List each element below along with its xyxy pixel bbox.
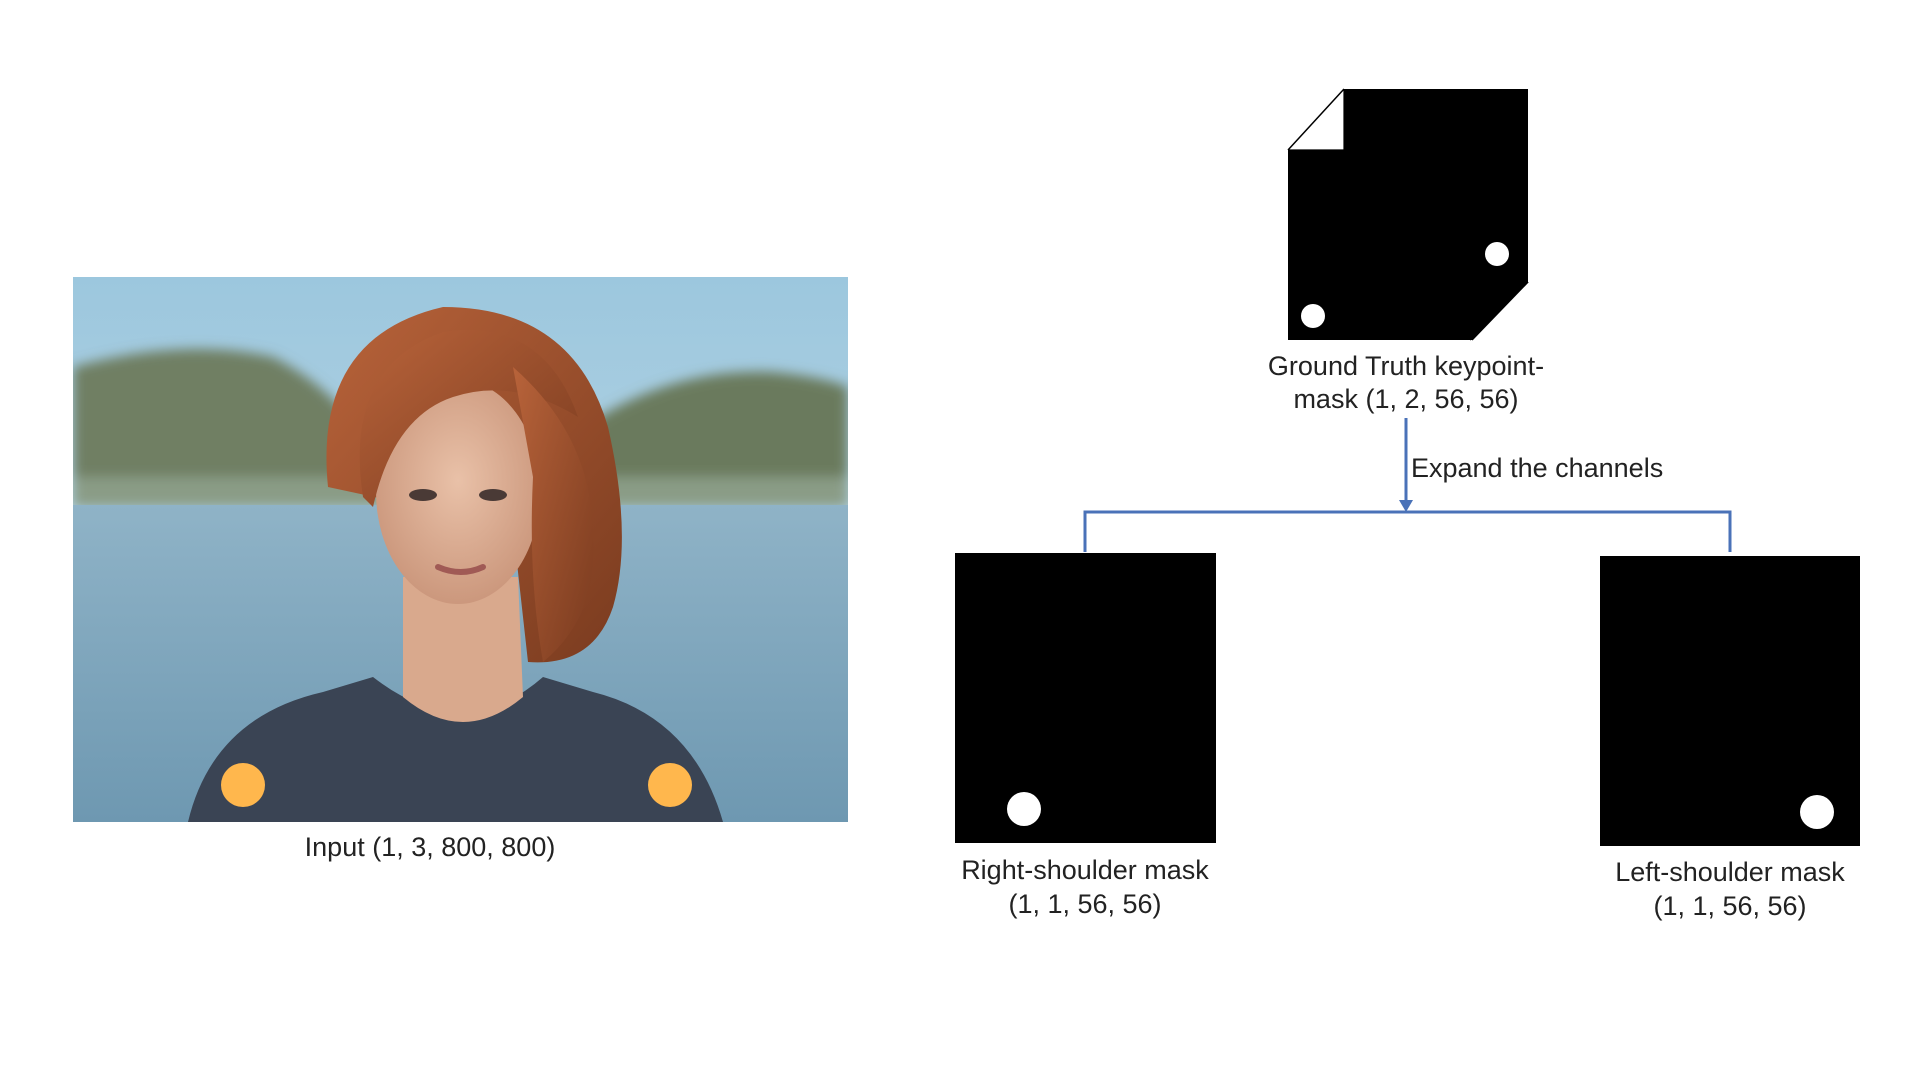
- gt-keypoint-right: [1301, 304, 1325, 328]
- expand-arrow-head: [1399, 500, 1413, 512]
- right-shoulder-caption-line2: (1, 1, 56, 56): [1008, 889, 1162, 919]
- left-shoulder-caption-line1: Left-shoulder mask: [1615, 857, 1845, 887]
- gt-keypoint-left: [1485, 242, 1509, 266]
- input-photo: [73, 277, 848, 822]
- right-shoulder-keypoint: [221, 763, 265, 807]
- left-shoulder-mask-dot: [1800, 795, 1834, 829]
- expand-arrow-label: Expand the channels: [1411, 453, 1664, 483]
- right-shoulder-mask: [955, 553, 1216, 843]
- right-shoulder-caption-line1: Right-shoulder mask: [961, 855, 1209, 885]
- left-shoulder-keypoint: [648, 763, 692, 807]
- portrait-illustration: [73, 277, 848, 822]
- input-caption: Input (1, 3, 800, 800): [304, 832, 556, 862]
- right-shoulder-mask-dot: [1007, 792, 1041, 826]
- left-shoulder-caption-line2: (1, 1, 56, 56): [1653, 891, 1807, 921]
- gt-caption-line1: Ground Truth keypoint-: [1267, 351, 1545, 381]
- branch-connector: [1083, 510, 1732, 552]
- gt-caption-line2: mask (1, 2, 56, 56): [1293, 384, 1519, 414]
